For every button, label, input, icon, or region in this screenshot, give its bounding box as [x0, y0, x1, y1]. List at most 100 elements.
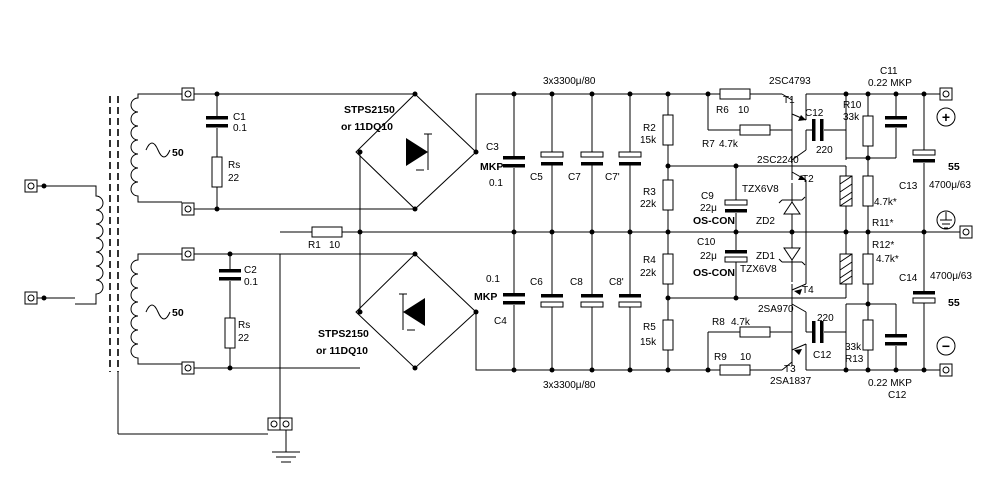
rails: [360, 93, 960, 371]
r9-value: 10: [740, 352, 752, 363]
ac-voltage-bottom: 50: [172, 307, 184, 319]
c13-value: 4700μ/63: [929, 180, 971, 191]
c7p-label: C7': [605, 172, 620, 183]
r13-value: 33k: [845, 342, 862, 353]
output-terminals: + −: [936, 87, 973, 377]
r12-value: 4.7k*: [876, 254, 899, 265]
c9-type: OS-CON: [693, 215, 735, 227]
diode-icon: [403, 298, 425, 326]
secondary-terminals: [181, 87, 195, 375]
c14-label: C14: [899, 273, 918, 284]
zener-diode-icon: [783, 201, 801, 215]
r1-resistor: R1 10: [280, 226, 360, 251]
snubber-bottom: C2 0.1 Rs 22: [194, 251, 360, 371]
t4-part: 2SA970: [758, 304, 794, 315]
filter-caps-bottom: 3x3300μ/80 0.1 MKP C4 C6 C8 C8': [474, 232, 671, 391]
c1-value: 0.1: [233, 123, 247, 134]
c7-label: C7: [568, 172, 581, 183]
c4-type: MKP: [474, 291, 497, 303]
r6-value: 10: [738, 105, 750, 116]
t3-part: 2SA1837: [770, 376, 812, 387]
r1-value: 10: [329, 240, 341, 251]
mains-terminals: [24, 179, 75, 305]
filter-caps-top: 3x3300μ/80 C3 MKP 0.1 C5 C7 C7': [480, 76, 671, 235]
r2-value: 15k: [640, 135, 657, 146]
c9-label: C9: [701, 191, 714, 202]
c3-label: C3: [486, 142, 499, 153]
c1-label: C1: [233, 112, 246, 123]
t2-part: 2SC2240: [757, 155, 799, 166]
output-negative: R12* 4.7k* 33k R13 0.22 MKP C12 4700μ/63…: [839, 232, 972, 401]
c4-value: 0.1: [486, 274, 500, 285]
zd1-part: TZX6V8: [740, 264, 777, 275]
minus-sign: −: [942, 338, 950, 354]
regulator-negative: R9 10 R8 4.7k 2SA1837 T3 T4 2SA970: [700, 232, 940, 387]
r5-label: R5: [643, 322, 656, 333]
ground-output-icon: [936, 210, 956, 230]
r12-label: R12*: [872, 240, 894, 251]
zd1-label: ZD1: [756, 251, 775, 262]
c12-top-label: C12: [805, 108, 824, 119]
ac-wave-top: [145, 142, 171, 158]
rs-bottom-label: Rs: [238, 320, 250, 331]
transformer: 50 50: [75, 93, 184, 372]
r1-label: R1: [308, 240, 321, 251]
r4-value: 22k: [640, 268, 657, 279]
r2-label: R2: [643, 123, 656, 134]
plus-sign: +: [942, 109, 950, 125]
ac-voltage-top: 50: [172, 147, 184, 159]
c12-bottom-value: 220: [817, 313, 834, 324]
r13-label: R13: [845, 354, 864, 365]
c2-label: C2: [244, 265, 257, 276]
t2-label: T2: [802, 174, 814, 185]
r10-label: R10: [843, 100, 862, 111]
diode-icon: [406, 138, 428, 166]
c10-label: C10: [697, 237, 716, 248]
c10-value: 22μ: [700, 251, 717, 262]
snubber-top: C1 0.1 Rs 22: [194, 91, 415, 212]
bridge-bottom-part: STPS2150: [318, 328, 369, 340]
terminal-screw-icon: [24, 291, 38, 305]
c14-value: 4700μ/63: [930, 271, 972, 282]
zener-diode-icon: [783, 247, 801, 261]
zd2-label: ZD2: [756, 216, 775, 227]
c14-voltage: 55: [948, 297, 960, 309]
r9-label: R9: [714, 352, 727, 363]
c4-label: C4: [494, 316, 507, 327]
bridge-top-part: STPS2150: [344, 104, 395, 116]
minus-terminal-icon: [936, 336, 956, 356]
zd2-part: TZX6V8: [742, 184, 779, 195]
r7-value: 4.7k: [719, 139, 739, 150]
ground-wiring: [117, 254, 300, 463]
c2-value: 0.1: [244, 277, 258, 288]
caps-top-label: 3x3300μ/80: [543, 76, 596, 87]
t1-label: T1: [783, 95, 795, 106]
c8p-label: C8': [609, 277, 624, 288]
r7-label: R7: [702, 139, 715, 150]
r10-value: 33k: [843, 112, 860, 123]
c12-bottom-label: C12: [813, 350, 832, 361]
rs-top-label: Rs: [228, 160, 240, 171]
t3-label: T3: [784, 364, 796, 375]
r3-label: R3: [643, 187, 656, 198]
output-positive: C11 0.22 MKP R10 33k 4.7k* R11* C13 4700…: [839, 66, 971, 235]
bridge-rectifier-top: STPS2150 or 11DQ10: [341, 91, 479, 212]
c11-value: 0.22 MKP: [868, 78, 912, 89]
bridge-rectifier-bottom: STPS2150 or 11DQ10: [316, 251, 479, 371]
bridge-top-alt: or 11DQ10: [341, 121, 393, 133]
r5-value: 15k: [640, 337, 657, 348]
r8-label: R8: [712, 317, 725, 328]
c12-top-value: 220: [816, 145, 833, 156]
c12b-value: 0.22 MKP: [868, 378, 912, 389]
r11-value: 4.7k*: [874, 197, 897, 208]
reference-section: C9 22μ OS-CON C10 22μ OS-CON TZX6V8 ZD2 …: [668, 163, 806, 301]
c6-label: C6: [530, 277, 543, 288]
terminal-screw-icon: [24, 179, 38, 193]
bridge-bottom-alt: or 11DQ10: [316, 345, 368, 357]
caps-bottom-label: 3x3300μ/80: [543, 380, 596, 391]
r11-label: R11*: [872, 218, 894, 229]
r6-label: R6: [716, 105, 729, 116]
ground-terminal-icon: [267, 417, 281, 431]
